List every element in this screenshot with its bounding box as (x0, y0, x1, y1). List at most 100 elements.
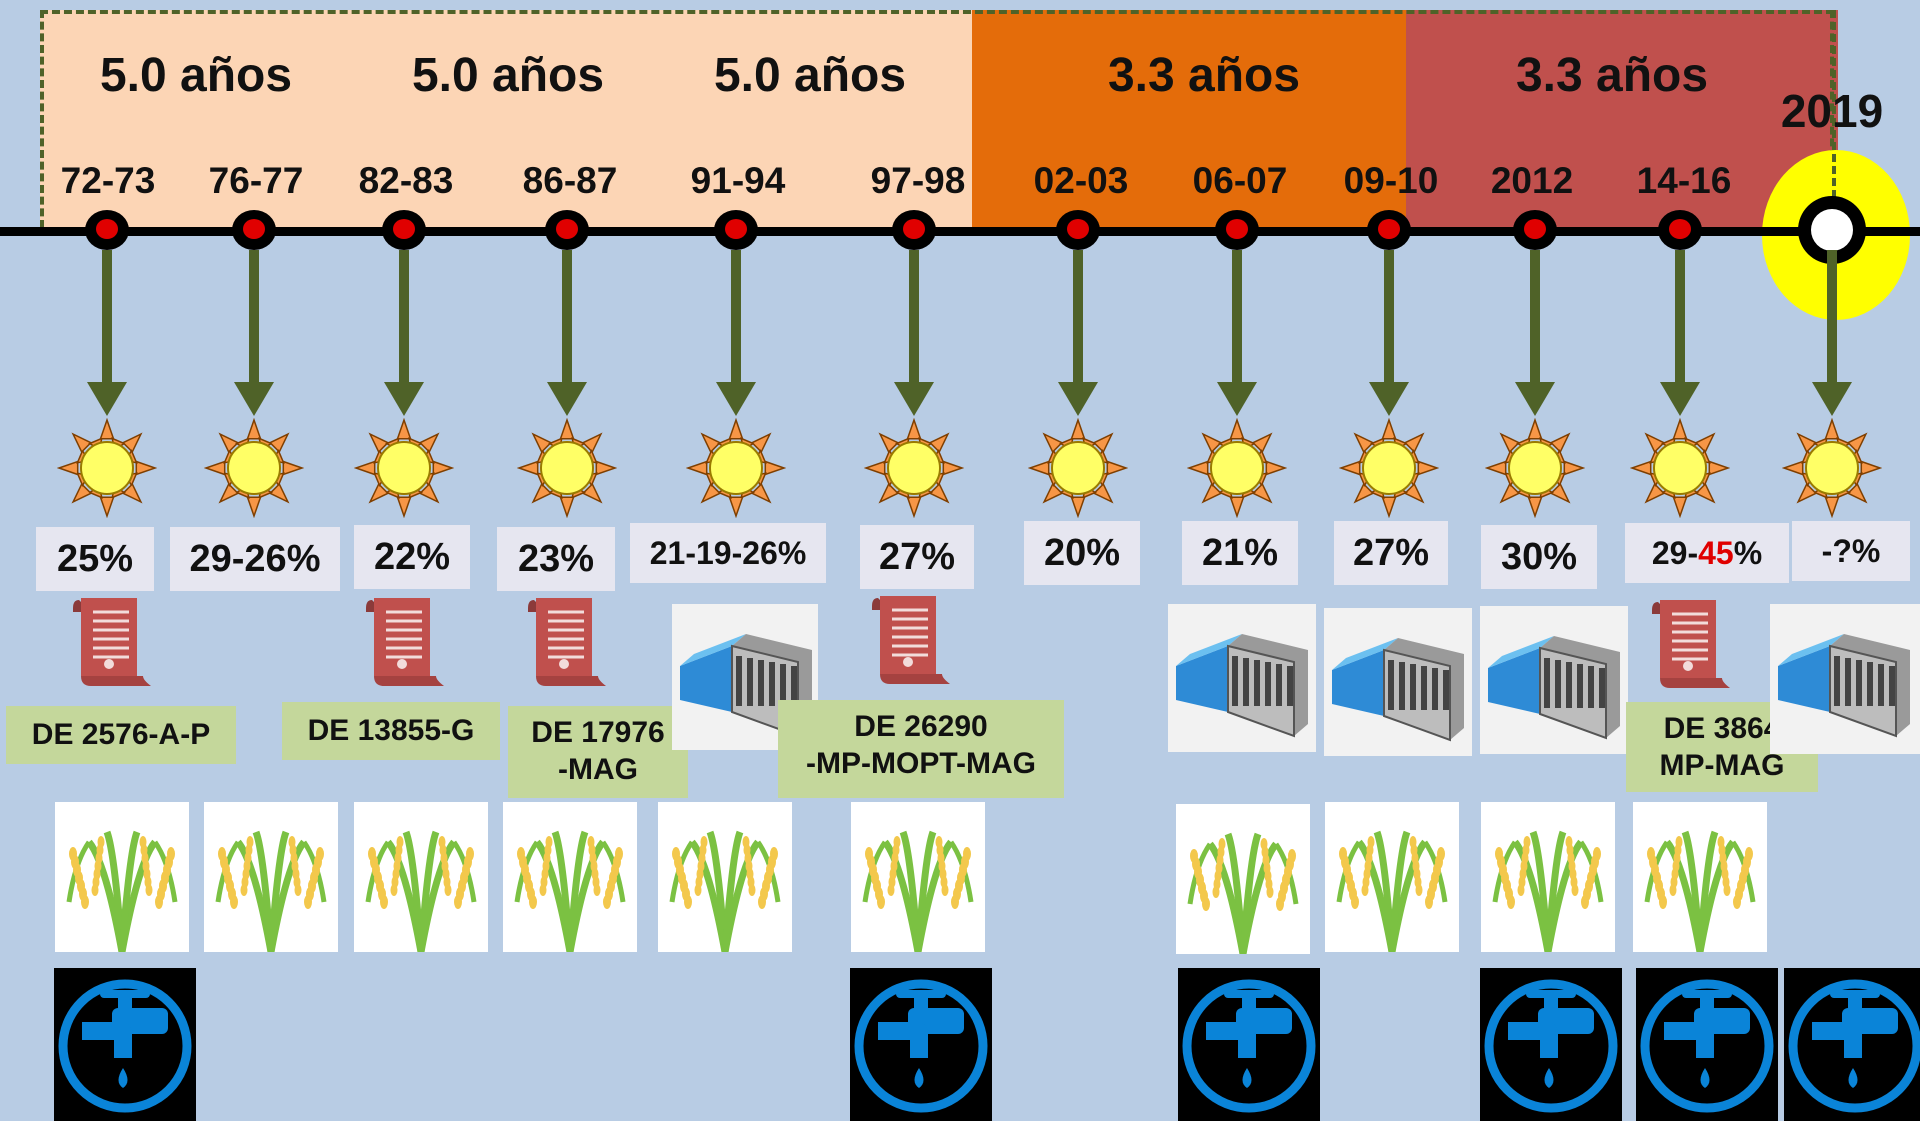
event-year-label: 97-98 (870, 160, 966, 201)
sun-icon (1484, 417, 1586, 519)
down-arrow (543, 250, 591, 418)
period-label: 3.3 años (1515, 49, 1709, 102)
percentage-text: 29- (1651, 535, 1699, 571)
percentage-text: 27% (878, 536, 956, 578)
decree-label-line: DE 17976 (531, 716, 665, 749)
percentage-box: 29-26% (170, 527, 340, 591)
sun-icon (863, 417, 965, 519)
sun-icon (1186, 417, 1288, 519)
percentage-box: 27% (1334, 521, 1448, 585)
down-arrow (1656, 250, 1704, 418)
down-arrow (1213, 250, 1261, 418)
dam-icon (1480, 606, 1628, 754)
event-year-label: 86-87 (522, 160, 618, 201)
period-label: 3.3 años (1107, 49, 1301, 102)
water-tap-icon (1178, 968, 1320, 1121)
down-arrow (230, 250, 278, 418)
scroll-icon (59, 590, 155, 690)
down-arrow (712, 250, 760, 418)
period-label: 5.0 años (713, 49, 907, 102)
water-tap-icon (850, 968, 992, 1121)
sun-icon (516, 417, 618, 519)
rice-plant-icon (55, 802, 189, 953)
decree-label: DE 2576-A-P (6, 706, 236, 764)
water-tap-icon (1784, 968, 1920, 1121)
percentage-text: -?% (1821, 533, 1881, 569)
percentage-box: 27% (860, 525, 974, 589)
decree-label: DE 17976 -MAG (508, 706, 688, 798)
event-marker (545, 210, 589, 250)
event-marker (85, 210, 129, 250)
percentage-text: 21% (1201, 532, 1279, 574)
percentage-text: 30% (1500, 536, 1578, 578)
event-year-label: 02-03 (1033, 160, 1129, 201)
percentage-text: 22% (373, 536, 451, 578)
rice-plant-icon (1633, 802, 1767, 953)
event-year-label: 14-16 (1636, 160, 1732, 201)
event-marker (382, 210, 426, 250)
rice-plant-icon (503, 802, 637, 953)
down-arrow (890, 250, 938, 418)
percentage-box: 23% (497, 527, 615, 591)
sun-icon (1629, 417, 1731, 519)
event-year-label: 06-07 (1192, 160, 1288, 201)
event-marker (1513, 210, 1557, 250)
dam-icon (1324, 608, 1472, 756)
rice-plant-icon (851, 802, 985, 953)
event-marker (1367, 210, 1411, 250)
current-year-marker-line (1832, 10, 1836, 210)
sun-icon (1781, 417, 1883, 519)
percentage-text: 29-26% (189, 538, 321, 580)
scroll-icon (514, 590, 610, 690)
down-arrow (1511, 250, 1559, 418)
percentage-box: -?% (1792, 521, 1910, 581)
percentage-text: 23% (517, 538, 595, 580)
sun-icon (203, 417, 305, 519)
rice-plant-icon (1325, 802, 1459, 953)
decree-label-line: DE 3864 (1663, 712, 1781, 745)
event-year-label: 2012 (1490, 160, 1574, 201)
decree-label-line: -MP-MOPT-MAG (806, 747, 1036, 780)
down-arrow (1365, 250, 1413, 418)
percentage-text: 20% (1043, 532, 1121, 574)
event-marker (1056, 210, 1100, 250)
scroll-icon (858, 588, 954, 688)
decree-label-line: -MAG (558, 753, 638, 786)
percentage-box: 25% (36, 527, 154, 591)
event-year-label: 72-73 (60, 160, 156, 201)
decree-label: DE 13855-G (282, 702, 500, 760)
percentage-text: 25% (56, 538, 134, 580)
percentage-box: 20% (1024, 521, 1140, 585)
rice-plant-icon (1176, 804, 1310, 955)
percentage-text: 27% (1352, 532, 1430, 574)
event-marker (714, 210, 758, 250)
decree-label-line: DE 26290 (854, 710, 988, 743)
rice-plant-icon (1481, 802, 1615, 953)
rice-plant-icon (204, 802, 338, 953)
percentage-box: 22% (354, 525, 470, 589)
percentage-box: 21% (1182, 521, 1298, 585)
water-tap-icon (1636, 968, 1778, 1121)
timeline-axis (0, 227, 1920, 236)
down-arrow (83, 250, 131, 418)
event-year-label: 09-10 (1343, 160, 1439, 201)
final-year-label: 2019 (1780, 85, 1884, 137)
water-tap-icon (1480, 968, 1622, 1121)
down-arrow (1054, 250, 1102, 418)
scroll-icon (1638, 592, 1734, 692)
event-marker (1658, 210, 1702, 250)
water-tap-icon (54, 968, 196, 1121)
event-marker (892, 210, 936, 250)
sun-icon (56, 417, 158, 519)
down-arrow (380, 250, 428, 418)
dam-icon (1770, 604, 1920, 754)
scroll-icon (352, 590, 448, 690)
decree-label: DE 26290 -MP-MOPT-MAG (778, 700, 1064, 798)
decree-label-line: DE 2576-A-P (31, 718, 211, 751)
decree-label-line: DE 13855-G (307, 714, 475, 747)
event-marker (232, 210, 276, 250)
period-band-red (1404, 10, 1838, 228)
percentage-box: 29-45% (1625, 523, 1789, 583)
percentage-box: 30% (1481, 525, 1597, 589)
